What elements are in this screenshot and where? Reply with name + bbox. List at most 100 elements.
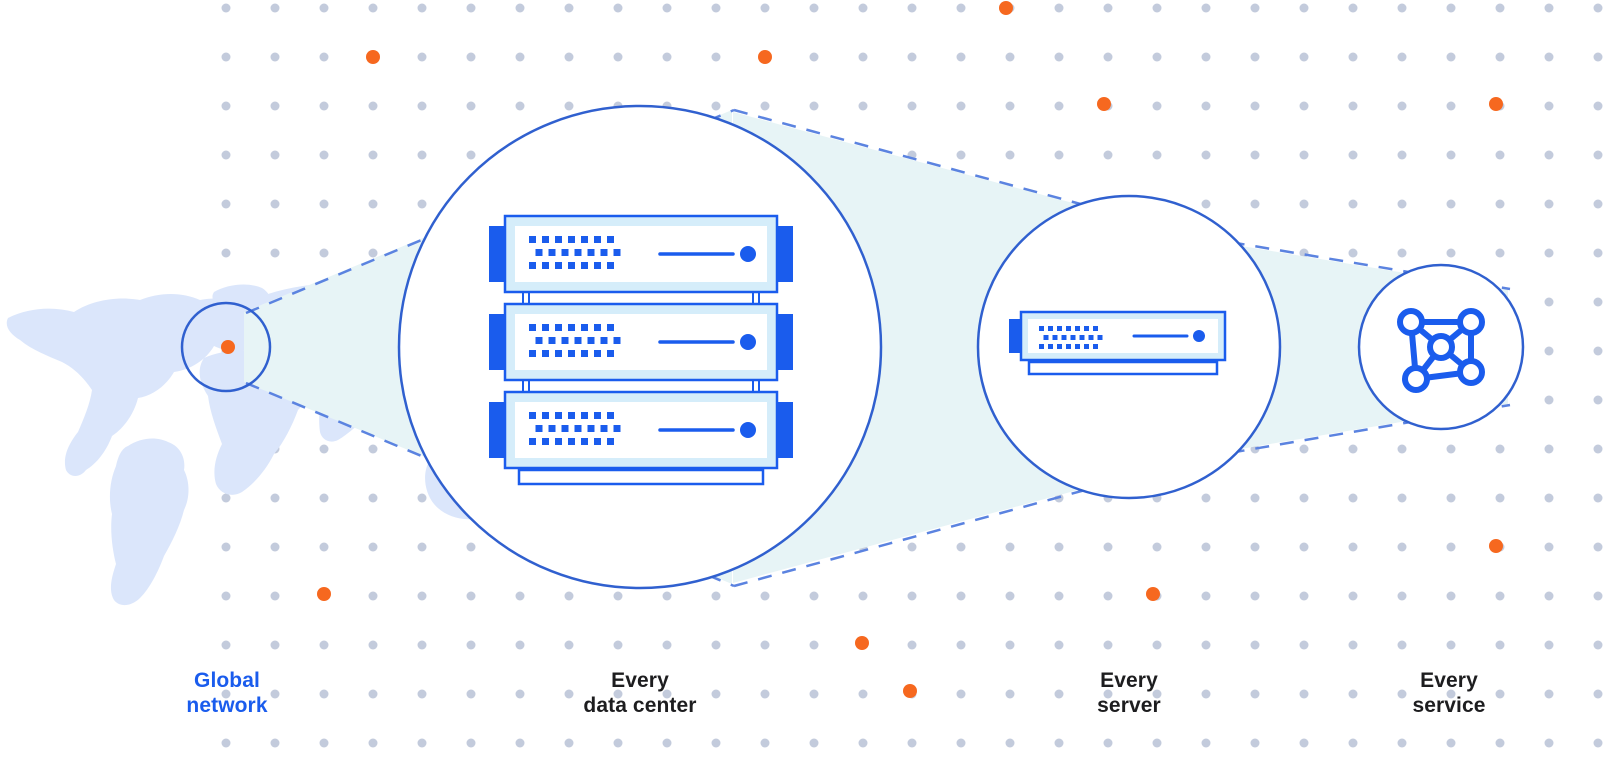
grid-dot: [1544, 493, 1554, 503]
matrix-dot: [587, 425, 595, 432]
grid-dot: [368, 591, 378, 601]
matrix-dot: [1057, 326, 1062, 331]
matrix-dot: [600, 425, 608, 432]
grid-dot: [1299, 3, 1309, 13]
grid-dot: [1544, 150, 1554, 160]
grid-dot: [662, 591, 672, 601]
matrix-dot: [542, 412, 549, 419]
mesh-node: [1457, 358, 1485, 386]
grid-dot: [1054, 150, 1064, 160]
grid-dot: [1593, 101, 1603, 111]
matrix-dot: [607, 262, 614, 269]
matrix-dot: [574, 249, 582, 256]
grid-dot: [368, 248, 378, 258]
grid-dot: [809, 52, 819, 62]
grid-dot: [711, 3, 721, 13]
orange-accent-dots: [317, 1, 1503, 698]
orange-accent-dot: [366, 50, 380, 64]
grid-dot: [760, 591, 770, 601]
grid-dot: [613, 640, 623, 650]
grid-dot: [1054, 738, 1064, 748]
grid-dot: [1348, 542, 1358, 552]
grid-dot: [1103, 640, 1113, 650]
grid-dot: [1397, 738, 1407, 748]
grid-dot: [1250, 542, 1260, 552]
grid-dot: [1397, 591, 1407, 601]
grid-dot: [270, 542, 280, 552]
grid-dot: [1152, 52, 1162, 62]
grid-dot: [1201, 52, 1211, 62]
grid-dot: [1005, 101, 1015, 111]
grid-dot: [270, 493, 280, 503]
grid-dot: [1397, 493, 1407, 503]
grid-dot: [221, 591, 231, 601]
grid-dot: [270, 52, 280, 62]
grid-dot: [711, 640, 721, 650]
grid-dot: [319, 248, 329, 258]
mesh-node: [1457, 308, 1485, 336]
dashed-bottom-1: [245, 381, 735, 588]
grid-dot: [1446, 591, 1456, 601]
matrix-dot: [613, 425, 621, 432]
grid-dot: [858, 3, 868, 13]
grid-dot: [1446, 689, 1456, 699]
grid-dot: [1005, 689, 1015, 699]
grid-dot: [564, 3, 574, 13]
matrix-dot: [1084, 344, 1089, 349]
grid-dot: [1593, 542, 1603, 552]
rack-base-plate: [517, 468, 765, 486]
matrix-dot: [529, 324, 536, 331]
grid-dot: [956, 738, 966, 748]
grid-dot: [368, 738, 378, 748]
grid-dot: [1495, 52, 1505, 62]
grid-dot: [1201, 150, 1211, 160]
grid-dot: [1593, 738, 1603, 748]
server-rack: [489, 214, 793, 486]
grid-dot: [466, 101, 476, 111]
grid-dot: [1348, 150, 1358, 160]
grid-dot: [809, 689, 819, 699]
grid-dot: [907, 591, 917, 601]
matrix-dot: [529, 438, 536, 445]
grid-dot: [368, 640, 378, 650]
grid-dot: [319, 444, 329, 454]
matrix-dot: [574, 337, 582, 344]
grid-dot: [1593, 395, 1603, 405]
grid-dot: [1299, 738, 1309, 748]
grid-dot: [417, 101, 427, 111]
grid-dot: [1495, 493, 1505, 503]
grid-dot: [1152, 689, 1162, 699]
grid-dot: [1201, 591, 1211, 601]
matrix-dot: [568, 324, 575, 331]
grid-dot: [319, 493, 329, 503]
grid-dot: [417, 738, 427, 748]
orange-accent-dot: [758, 50, 772, 64]
matrix-dot: [594, 438, 601, 445]
grid-dot: [1054, 591, 1064, 601]
matrix-dot: [1043, 335, 1049, 340]
grid-dot: [1593, 444, 1603, 454]
grid-dot: [907, 640, 917, 650]
rack-side-tab-right: [775, 314, 793, 370]
grid-dot: [1054, 101, 1064, 111]
grid-dot: [221, 150, 231, 160]
rack-status-led: [740, 422, 756, 438]
grid-dot: [613, 52, 623, 62]
grid-dot: [1544, 346, 1554, 356]
grid-dot: [1152, 101, 1162, 111]
grid-dot: [1593, 689, 1603, 699]
grid-dot: [1397, 640, 1407, 650]
grid-dot: [1054, 3, 1064, 13]
matrix-dot: [594, 324, 601, 331]
grid-dot: [1544, 199, 1554, 209]
grid-dot: [1250, 3, 1260, 13]
grid-dot: [368, 542, 378, 552]
rack-side-tab-left: [489, 314, 507, 370]
mesh-node: [1397, 308, 1425, 336]
rack-side-tab-right: [775, 226, 793, 282]
grid-dot: [1348, 689, 1358, 699]
rack-side-tab-left: [489, 226, 507, 282]
grid-dot: [1348, 52, 1358, 62]
grid-dot: [613, 738, 623, 748]
grid-dot: [1446, 199, 1456, 209]
